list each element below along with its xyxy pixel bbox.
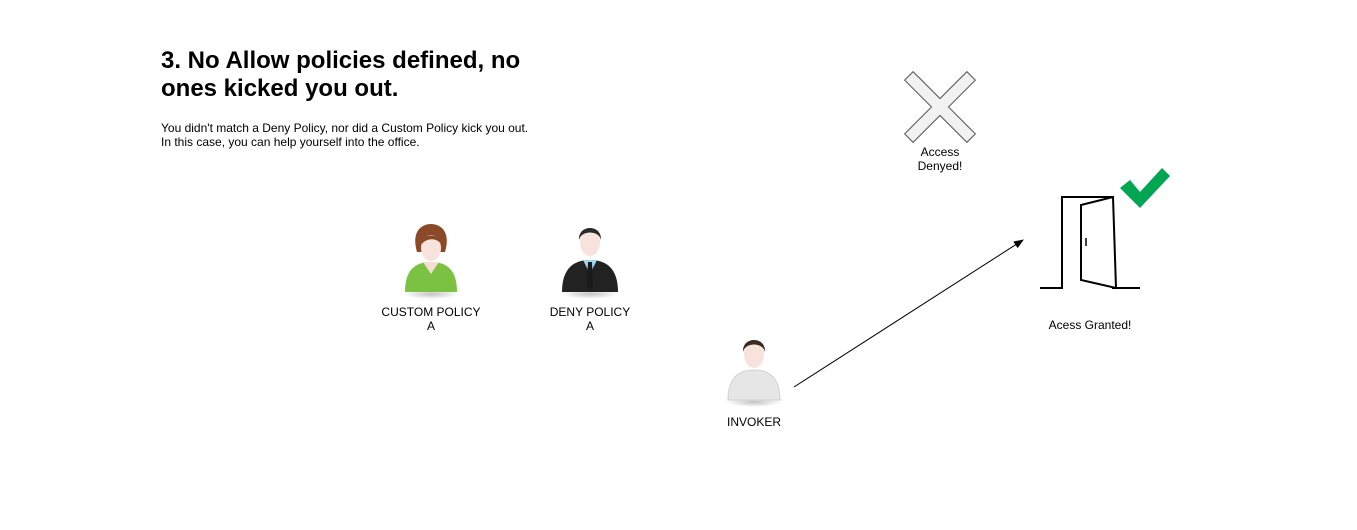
invoker-label: INVOKER <box>726 415 781 429</box>
description-line-1: You didn't match a Deny Policy, nor did … <box>161 121 529 135</box>
access-granted-label: Acess Granted! <box>1048 318 1132 332</box>
deny-policy-label: DENY POLICY A <box>549 305 631 333</box>
x-cross-icon <box>904 71 976 143</box>
description-line-2: In this case, you can help yourself into… <box>161 135 420 149</box>
checkmark-icon <box>1120 168 1170 208</box>
diagram-title: 3. No Allow policies defined, no ones ki… <box>161 47 521 102</box>
arrow-invoker-to-access-granted <box>793 239 1024 388</box>
open-door-icon <box>1040 195 1140 290</box>
custom-policy-label: CUSTOM POLICY A <box>381 305 481 333</box>
man-user-icon <box>726 340 782 407</box>
woman-user-icon <box>403 224 459 299</box>
access-denied-label: Access Denyed! <box>917 145 963 173</box>
businessman-user-icon <box>562 228 618 299</box>
diagram-description: You didn't match a Deny Policy, nor did … <box>161 121 581 149</box>
